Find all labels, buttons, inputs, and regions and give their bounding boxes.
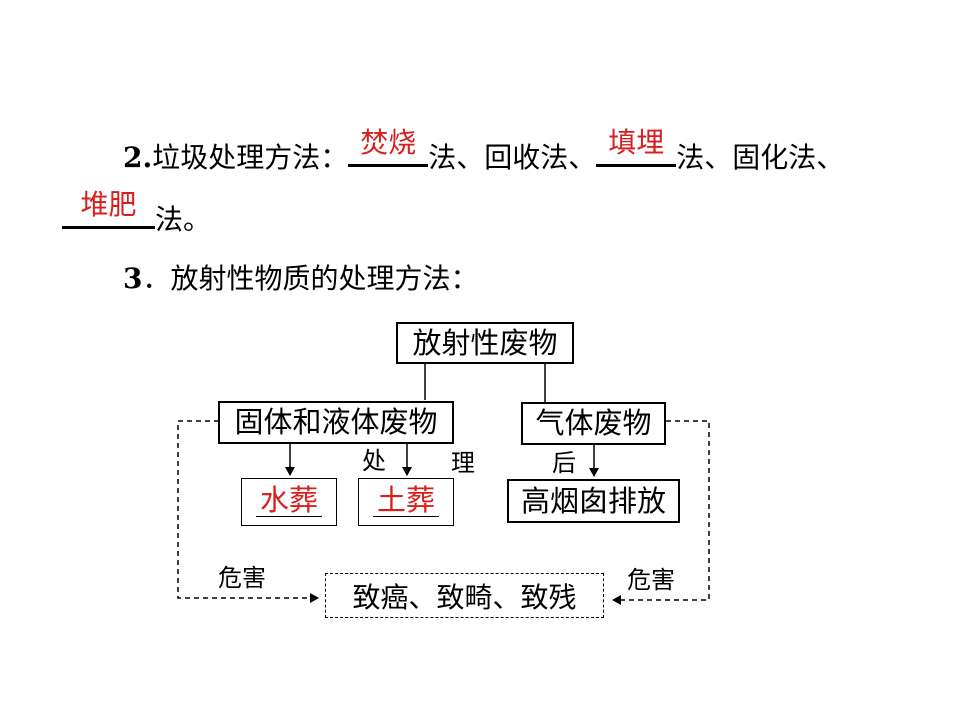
label-treat-1: 处 [362, 447, 386, 475]
blank-compost: 堆肥 [62, 190, 155, 229]
answer-water-burial: 水葬 [256, 485, 322, 517]
blank-incineration: 焚烧 [348, 128, 429, 167]
dashed-harm-right [612, 420, 710, 605]
node-gas-waste: 气体废物 [521, 402, 666, 445]
node-answer-earth-burial: 土葬 [358, 478, 454, 526]
item-2-number: 2. [123, 141, 153, 174]
node-radioactive-waste: 放射性废物 [396, 322, 574, 364]
item-3-dot: ． [142, 262, 171, 295]
item-2-mid1: 法、回收法、 [428, 141, 597, 174]
node-answer-water-burial: 水葬 [241, 478, 337, 526]
item-2-mid2: 法、固化法、 [676, 141, 845, 174]
node-chimney-discharge: 高烟囱排放 [507, 479, 680, 523]
blank-landfill: 填埋 [596, 128, 677, 167]
item-2-intro: 垃圾处理方法： [152, 141, 349, 174]
item-3-text: 放射性物质的处理方法： [170, 262, 479, 295]
label-harm-right: 危害 [627, 566, 675, 594]
dashed-harm-left [177, 420, 319, 603]
item-2-end: 法。 [155, 203, 212, 236]
label-harm-left: 危害 [218, 564, 266, 592]
item-2-line-1: 2.垃圾处理方法： 焚烧法、回收法、填埋法、固化法、 [123, 128, 845, 175]
answer-earth-burial: 土葬 [373, 485, 439, 517]
answer-landfill: 填埋 [608, 126, 665, 159]
item-3-number: 3 [123, 262, 143, 295]
item-3-line: 3．放射性物质的处理方法： [123, 262, 479, 296]
label-treat-2: 理 [451, 449, 475, 477]
item-2-line-2: 堆肥法。 [62, 190, 212, 237]
answer-incineration: 焚烧 [360, 126, 417, 159]
answer-compost: 堆肥 [80, 188, 137, 221]
label-after: 后 [552, 449, 576, 477]
node-harm-result: 致癌、致畸、致残 [325, 573, 604, 618]
node-solid-liquid-waste: 固体和液体废物 [218, 401, 454, 444]
